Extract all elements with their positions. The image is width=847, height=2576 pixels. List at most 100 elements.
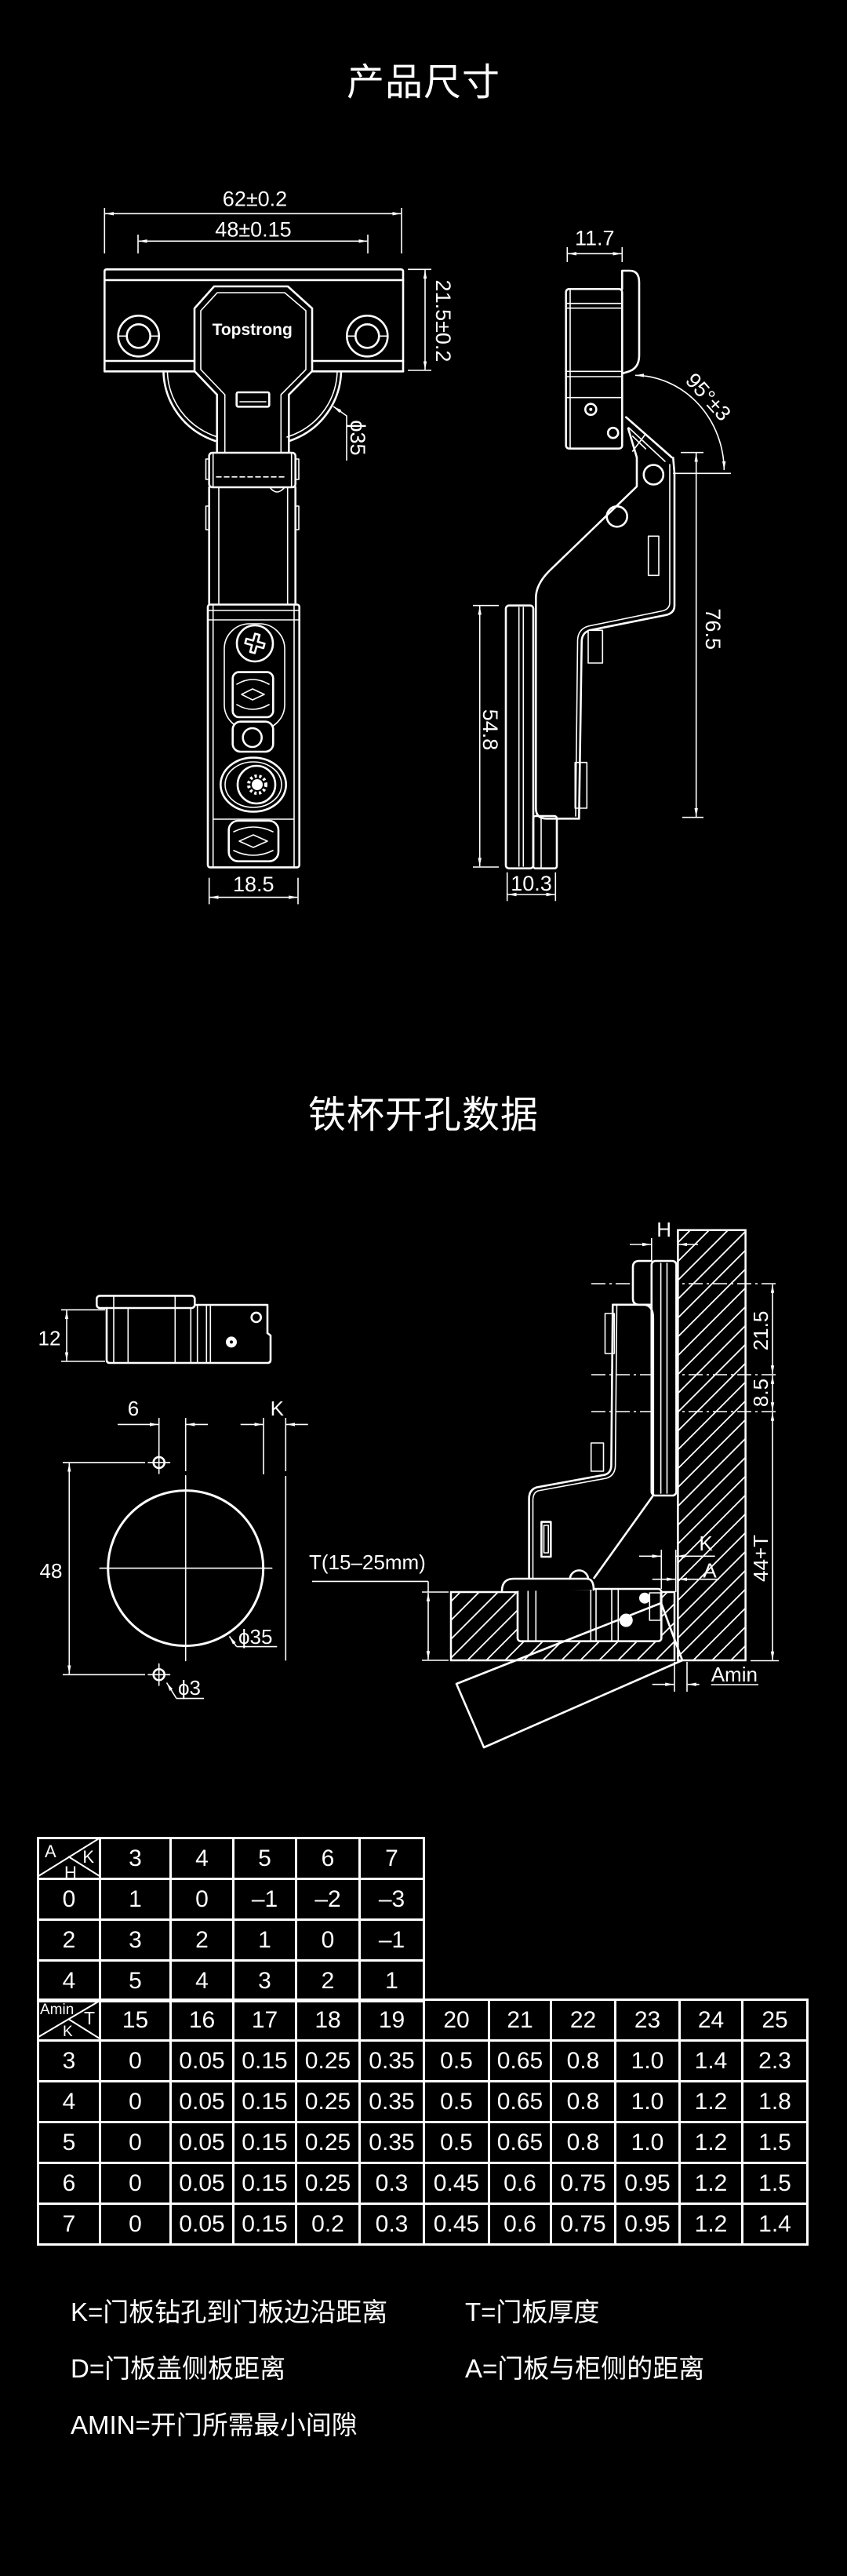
- section-title-drilling: 铁杯开孔数据: [307, 1095, 539, 1136]
- overall-width-dimension: 62±0.2: [104, 188, 402, 253]
- plate-length-label: 54.8: [478, 709, 502, 751]
- arm-rail-inner: [224, 394, 282, 454]
- cam-pattern: [236, 679, 270, 710]
- table-cell: 0.75: [550, 2203, 616, 2246]
- cup-flange: [500, 1577, 595, 1593]
- screw-hole-top: [147, 1451, 171, 1474]
- corner-diagonals: [38, 1838, 100, 1877]
- diagonal-line: [67, 2018, 100, 2039]
- table-cell: 0.8: [550, 2121, 616, 2164]
- table-cell: –1: [358, 1918, 425, 1962]
- table-cell: 0.15: [232, 2080, 297, 2123]
- door-panel-open: [455, 1601, 684, 1749]
- clip-button-ring: [224, 761, 282, 808]
- table-cell: 0.45: [423, 2162, 490, 2205]
- arm-clip: [574, 761, 588, 809]
- screw-hole-left: [117, 314, 160, 358]
- table-cell: 0.6: [488, 2203, 552, 2246]
- lower-offset-label: 44+T: [749, 1535, 772, 1582]
- screw-hole-bottom: [147, 1663, 171, 1686]
- table-cell: 0.95: [614, 2162, 681, 2205]
- table-row: 5 0 0.05 0.15 0.25 0.35 0.5 0.65 0.8 1.0…: [37, 2121, 809, 2164]
- h-dimension: H: [630, 1218, 698, 1261]
- plate-lines: [660, 1262, 668, 1494]
- table-cell: 0.45: [423, 2203, 490, 2246]
- plate-height-label: 21.5±0.2: [431, 280, 455, 363]
- table-cell: 0.65: [488, 2039, 552, 2082]
- cup-flange-side: [96, 1295, 196, 1310]
- middle-offset-label: 8.5: [749, 1379, 772, 1407]
- table-cell: 0.8: [550, 2039, 616, 2082]
- vertical-dimensions: 21.5 8.5 44+T: [749, 1284, 779, 1662]
- table-cell: 0.05: [169, 2080, 234, 2123]
- table-cell: 0.05: [169, 2039, 234, 2082]
- flange-lines: [113, 1295, 176, 1309]
- arm-tab-right: [295, 505, 300, 530]
- hole-spacing-label: 48±0.15: [215, 218, 291, 242]
- column-header: 19: [358, 1998, 425, 2042]
- table-cell: 0.95: [614, 2203, 681, 2246]
- table-cell: 0.3: [358, 2203, 425, 2246]
- table-cell: 0.05: [169, 2121, 234, 2164]
- table-cell: 0: [169, 1878, 234, 1921]
- pivot-dot: [589, 407, 593, 411]
- cup-circle-arc-left-inner: [166, 370, 219, 438]
- arm-tab-lower: [590, 1442, 605, 1472]
- table-cell: 1.0: [614, 2080, 681, 2123]
- table-cell: 0.25: [295, 2121, 361, 2164]
- legend-item-d: D=门板盖侧板距离: [71, 2354, 286, 2383]
- edge-distance-label: K: [271, 1397, 285, 1420]
- table-cell: 1.5: [741, 2162, 809, 2205]
- hole-crosshair: [147, 1663, 171, 1686]
- table-cell: 0.65: [488, 2121, 552, 2164]
- a-dimension: A: [652, 1559, 719, 1583]
- table-cell: 0.05: [169, 2203, 234, 2246]
- table-cell: 0.15: [232, 2162, 297, 2205]
- screw-offset-label: 6: [128, 1397, 139, 1420]
- table-cell: 0.15: [232, 2203, 297, 2246]
- k-dimension: K: [639, 1532, 715, 1592]
- arm-tab-left: [205, 505, 210, 530]
- cup-body-side: [105, 1303, 272, 1365]
- cup-flange: [621, 269, 641, 375]
- column-header: 3: [99, 1837, 172, 1880]
- knuckle: [208, 451, 297, 489]
- table-cell: 0: [99, 2121, 172, 2164]
- h-label: H: [656, 1218, 671, 1241]
- plate-height-dimension: 21.5±0.2: [408, 268, 455, 371]
- installed-base-plate: [631, 1259, 678, 1497]
- table-cell: –2: [295, 1878, 361, 1921]
- legend-item-k: K=门板钻孔到门板边沿距离: [71, 2297, 388, 2326]
- table-row: 6 0 0.05 0.15 0.25 0.3 0.45 0.6 0.75 0.9…: [37, 2162, 809, 2205]
- arm-rivet-upper: [642, 464, 665, 486]
- cup-circle-arc-right-inner: [286, 370, 338, 438]
- screw-spacing-dimension: 48: [40, 1462, 145, 1676]
- table-cell: 3: [232, 1959, 297, 2002]
- cup-diameter-label: ϕ35: [346, 420, 369, 455]
- base-plate-block: [532, 814, 558, 869]
- arm-slot-inner: [543, 1525, 549, 1554]
- column-header: 15: [99, 1998, 172, 2042]
- table-cell: 0.35: [358, 2039, 425, 2082]
- cup-rivet-upper: [639, 1592, 650, 1604]
- small-rivet-housing: [231, 720, 274, 753]
- table-row: 0 1 0 –1 –2 –3: [37, 1878, 425, 1921]
- plate-outline: [104, 268, 405, 373]
- table-cell: 1: [358, 1959, 425, 2002]
- cup-circle-arc-right: [288, 370, 343, 443]
- table-cell: –3: [358, 1878, 425, 1921]
- table-cell: 1.2: [678, 2121, 743, 2164]
- row-header: 2: [37, 1918, 101, 1962]
- column-header: 4: [169, 1837, 234, 1880]
- corner-header: Amin T K: [38, 2000, 100, 2039]
- arm-width-dimension: 18.5: [208, 873, 299, 905]
- table-cell: 0: [295, 1918, 361, 1962]
- cup-rivet-center: [230, 1340, 233, 1344]
- arm-left-edge: [528, 1303, 614, 1579]
- brand-logo: Topstrong: [213, 321, 293, 339]
- cup-section-lines: [565, 302, 623, 399]
- table-cell: 0.75: [550, 2162, 616, 2205]
- column-header: 20: [423, 1998, 490, 2042]
- pivot-hole: [583, 403, 598, 417]
